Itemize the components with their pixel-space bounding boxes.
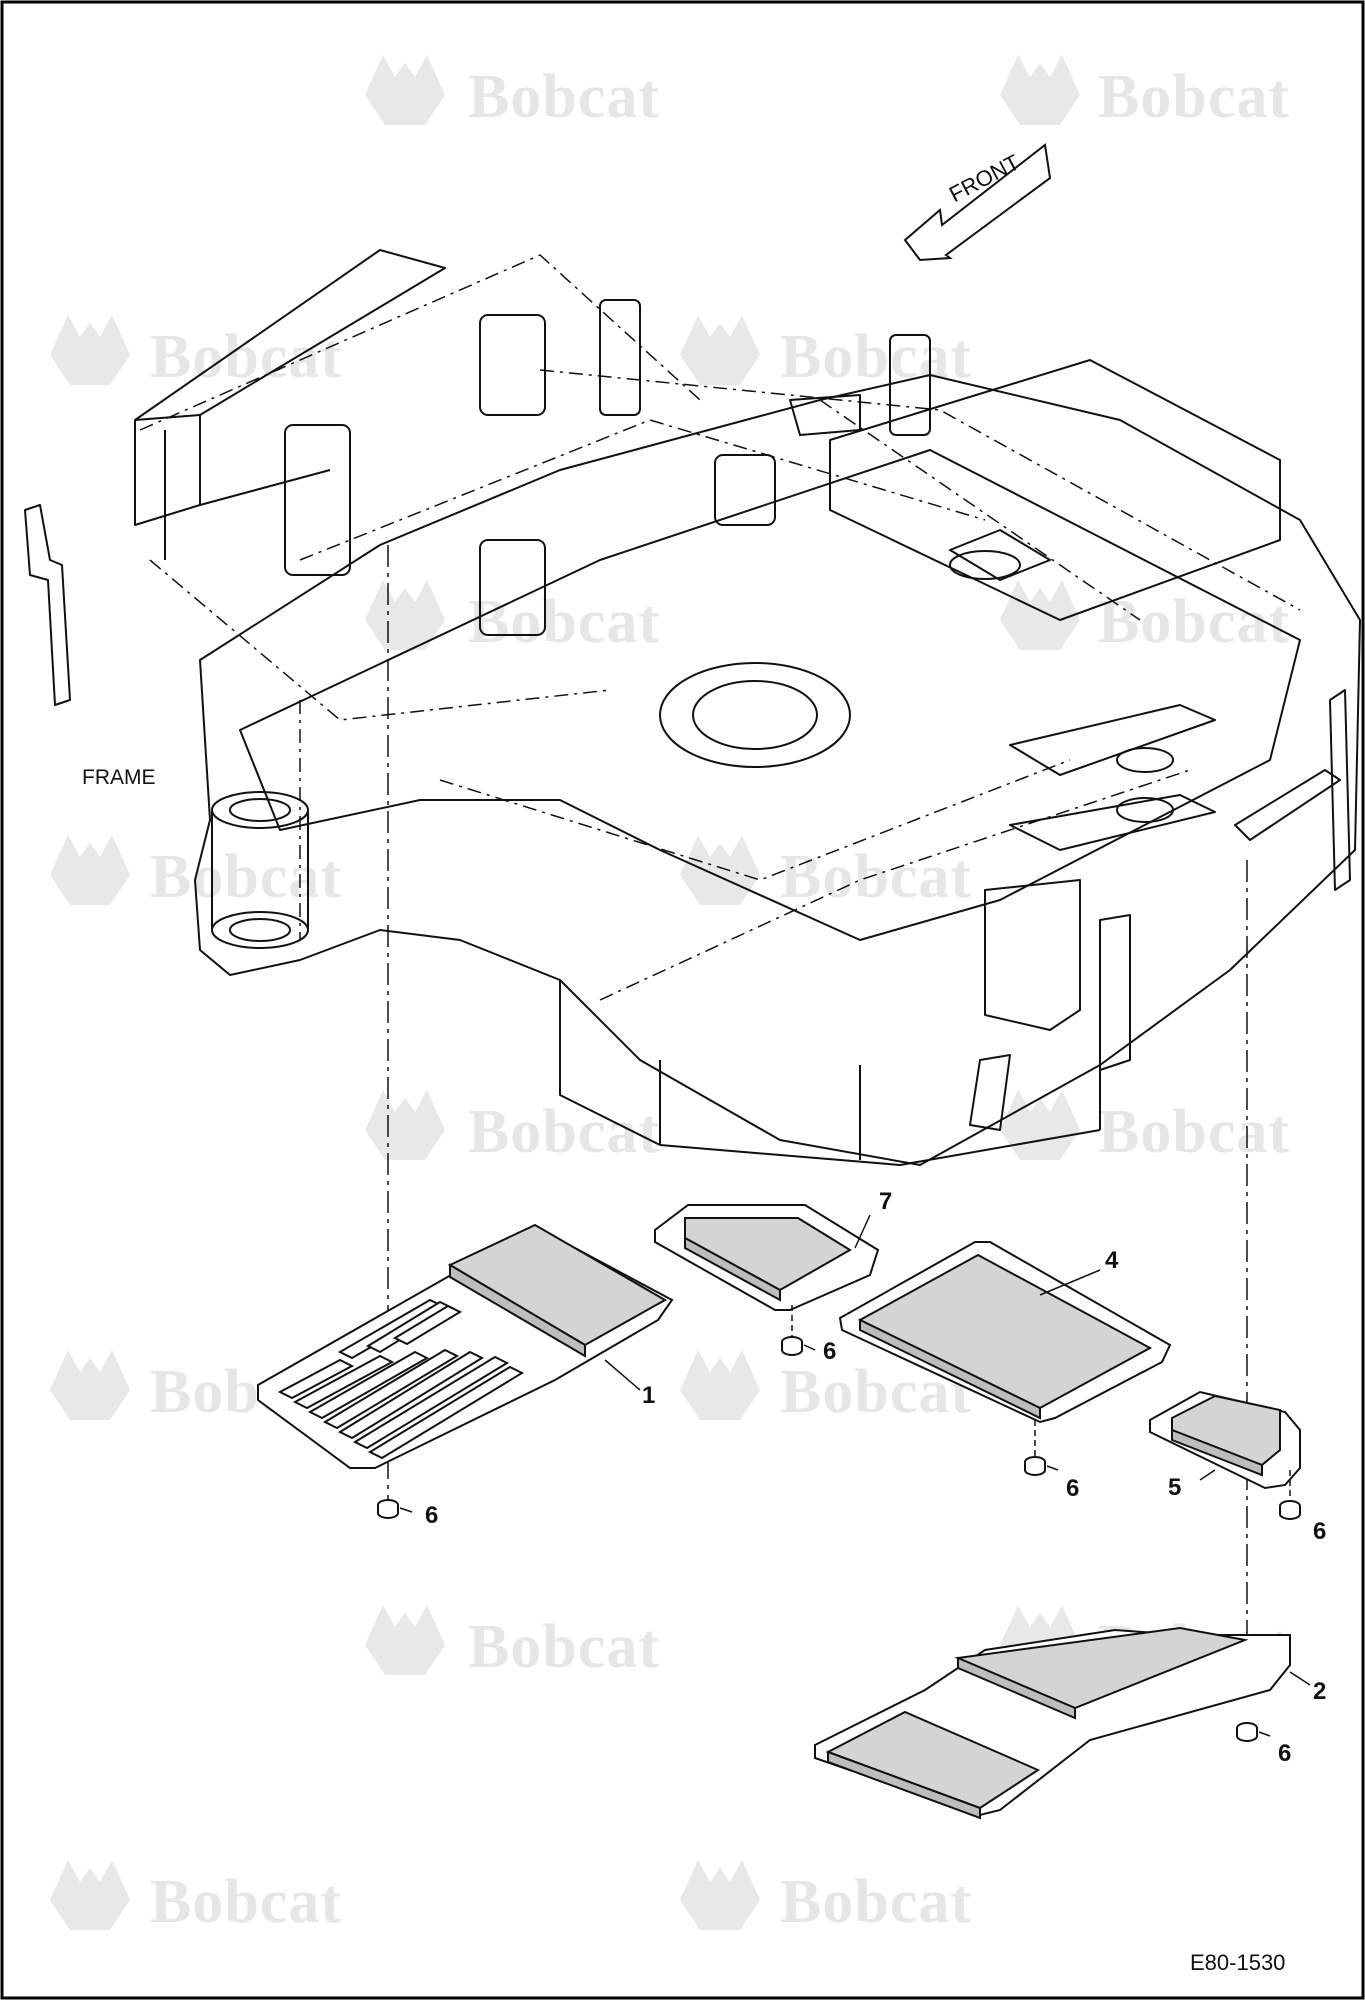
callout-part-1: 1 xyxy=(642,1382,656,1409)
callout-part-6: 6 xyxy=(1313,1518,1327,1545)
watermark-text: Bobcat xyxy=(1098,588,1290,656)
part-7-cover-plate xyxy=(654,1204,880,1311)
drawing-number: E80-1530 xyxy=(1190,1950,1286,1975)
callout-part-6: 6 xyxy=(1066,1475,1080,1502)
watermark-text: Bobcat xyxy=(780,323,972,391)
callout-part-2: 2 xyxy=(1313,1678,1327,1705)
watermark-text: Bobcat xyxy=(150,1868,342,1936)
bolt-icon xyxy=(377,1499,399,1519)
watermark-text: Bobcat xyxy=(468,1098,660,1166)
watermark-text: Bobcat xyxy=(468,1613,660,1681)
callout-part-6: 6 xyxy=(425,1502,439,1529)
front-arrow-icon xyxy=(903,143,1052,262)
frame-label: FRAME xyxy=(82,766,156,789)
watermark-text: Bobcat xyxy=(468,63,660,131)
bolt-icon xyxy=(1279,1500,1301,1520)
grate-slots xyxy=(277,1298,525,1460)
part-5-cover-plate xyxy=(1149,1390,1301,1490)
part-1-grated-plate xyxy=(257,1223,674,1469)
watermark-text: Bobcat xyxy=(150,323,342,391)
bolt-icon xyxy=(781,1336,803,1356)
watermark-text: Bobcat xyxy=(468,588,660,656)
watermark-text: Bobcat xyxy=(780,1868,972,1936)
watermark-text: Bobcat xyxy=(1098,1098,1290,1166)
leader-lines xyxy=(399,1214,1311,1737)
bolt-icon xyxy=(1236,1722,1258,1742)
part-4-cover-plate xyxy=(838,1241,1172,1424)
frame-hidden-lines xyxy=(139,254,1301,1001)
callout-part-5: 5 xyxy=(1168,1474,1182,1501)
bolt-alignment-lines xyxy=(791,1305,1291,1502)
callout-part-6: 6 xyxy=(1278,1740,1292,1767)
bolt-icons xyxy=(377,1336,1301,1742)
part-2-cover-plate xyxy=(814,1626,1291,1820)
upper-frame-drawing xyxy=(24,249,1361,1166)
watermark-text: Bobcat xyxy=(150,843,342,911)
callout-part-7: 7 xyxy=(879,1188,893,1215)
watermark-logos xyxy=(50,55,1080,1930)
callout-part-4: 4 xyxy=(1105,1247,1119,1274)
alignment-lines xyxy=(387,545,1248,1660)
callout-part-6: 6 xyxy=(823,1338,837,1365)
bolt-icon xyxy=(1024,1456,1046,1476)
watermark-text: Bobcat xyxy=(1098,63,1290,131)
